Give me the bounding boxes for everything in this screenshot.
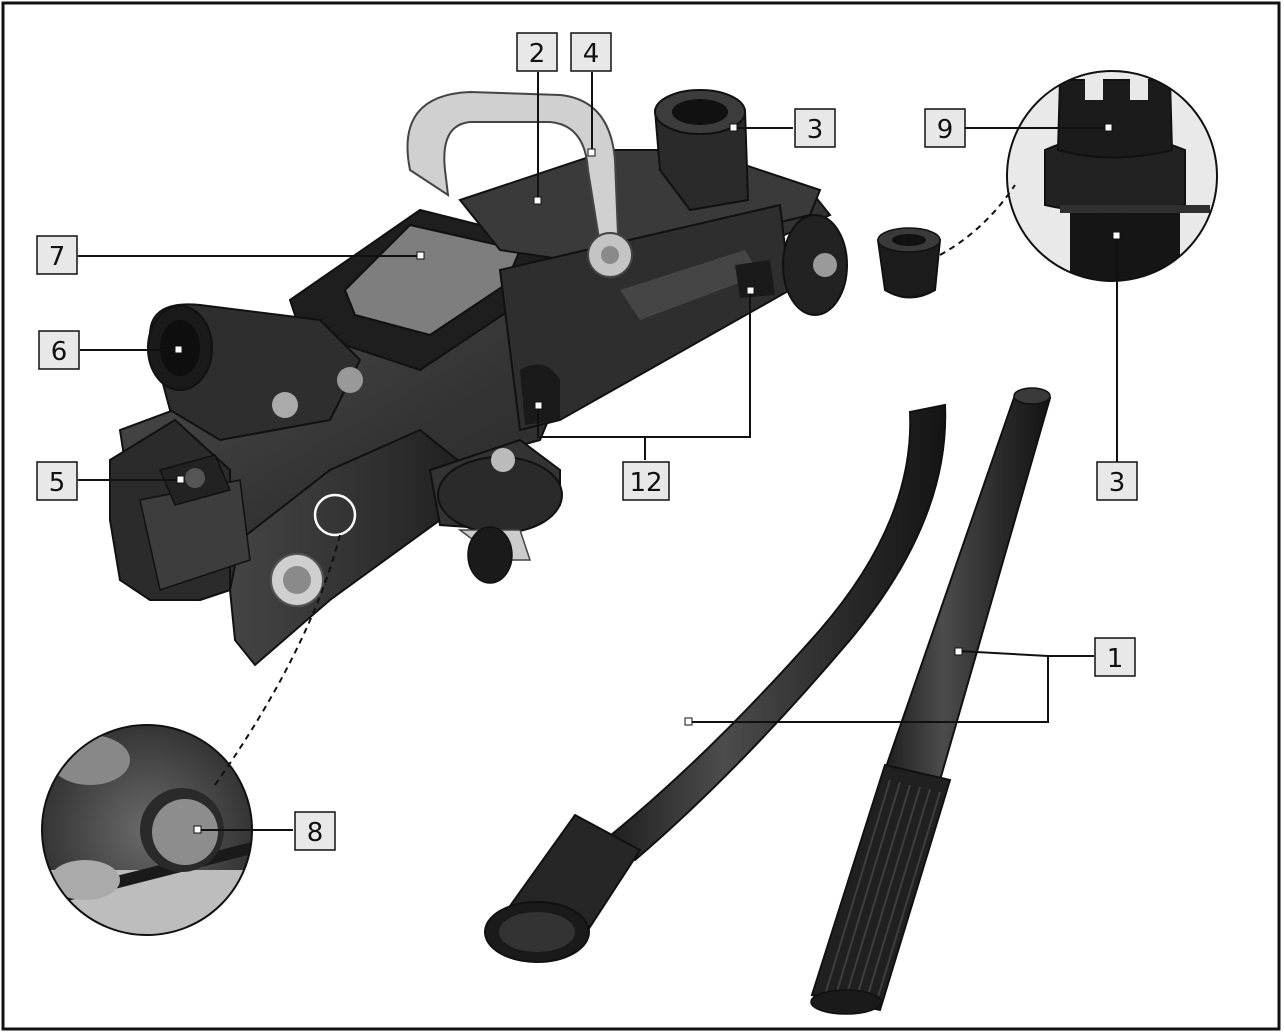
detail-circle-saddle (1006, 70, 1218, 282)
callout-12: 12 (622, 461, 670, 501)
callout-9: 9 (924, 108, 966, 148)
callout-3-top: 3 (794, 108, 836, 148)
handle-parts (484, 387, 1052, 1015)
saddle-cap (876, 227, 942, 299)
callout-8: 8 (294, 811, 336, 851)
callout-3-right: 3 (1096, 461, 1138, 501)
callout-4-text: 4 (583, 39, 600, 69)
callout-6-text: 6 (51, 337, 68, 367)
callout-9-text: 9 (937, 115, 954, 145)
callout-6: 6 (38, 330, 80, 370)
leader-1-b (957, 650, 1049, 657)
callout-8-text: 8 (307, 818, 324, 848)
callout-labels: 2 4 3 9 7 6 5 12 (36, 32, 1138, 851)
callout-7: 7 (36, 235, 78, 275)
floor-jack (109, 89, 848, 667)
callout-2: 2 (516, 32, 558, 72)
leader-1-a (688, 655, 1094, 723)
callout-3-top-text: 3 (807, 115, 824, 145)
callout-3-right-text: 3 (1109, 468, 1126, 498)
leader-lines (78, 72, 1118, 831)
callout-4: 4 (570, 32, 612, 72)
callout-5: 5 (36, 461, 78, 501)
leader-dots (174, 123, 1121, 834)
callout-1: 1 (1094, 637, 1136, 677)
callout-2-text: 2 (529, 39, 546, 69)
callout-7-text: 7 (49, 242, 66, 272)
dashed-connectors (214, 184, 1016, 786)
callout-1-text: 1 (1107, 644, 1124, 674)
callout-5-text: 5 (49, 468, 66, 498)
callout-12-text: 12 (629, 468, 662, 498)
